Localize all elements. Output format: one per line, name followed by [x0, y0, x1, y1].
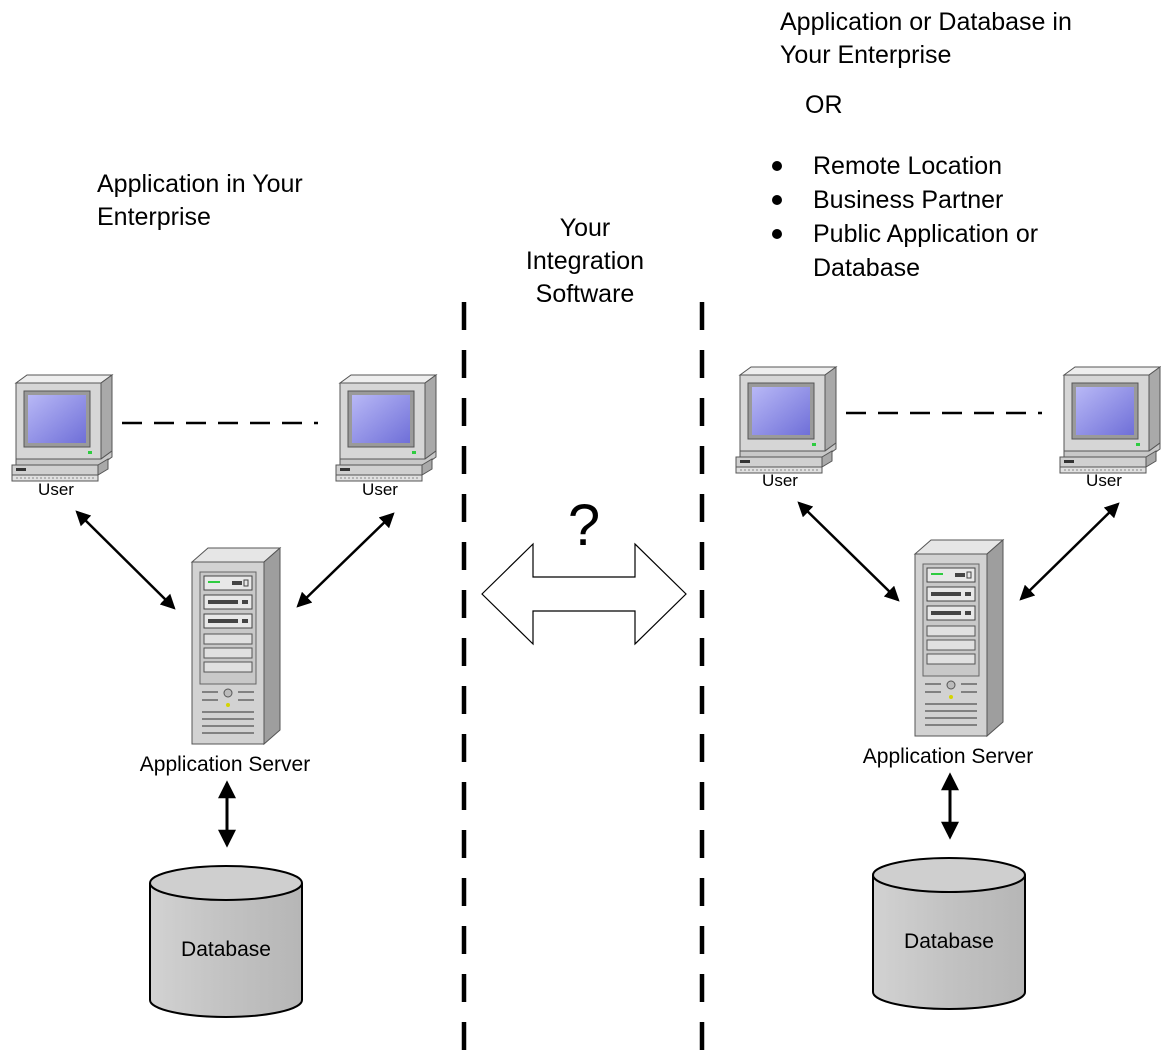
right-database-icon	[872, 857, 1026, 1010]
bullet-remote-location: Remote Location	[770, 149, 1038, 183]
integration-double-arrow	[481, 542, 687, 646]
question-mark: ?	[567, 493, 601, 558]
left-user2-server-arrow	[296, 512, 395, 608]
left-user1-server-arrow	[75, 510, 176, 610]
right-database-label: Database	[904, 930, 994, 953]
left-user-2-computer-icon	[335, 374, 437, 482]
left-user-1-computer-icon	[11, 374, 113, 482]
left-section-title: Application in Your Enterprise	[97, 168, 303, 234]
left-database-icon	[149, 865, 303, 1018]
right-user-1-computer-icon	[735, 366, 837, 474]
middle-title-line-1: Your	[559, 214, 611, 242]
right-server-icon	[914, 539, 1004, 737]
right-user-1-label: User	[762, 471, 798, 490]
bullet-dot-icon	[772, 229, 782, 239]
middle-title-line-3: Software	[535, 280, 635, 308]
left-title-line-2: Enterprise	[97, 203, 211, 231]
right-server-label: Application Server	[862, 745, 1034, 768]
left-server-icon	[191, 547, 281, 745]
bullet-business-partner: Business Partner	[770, 183, 1038, 217]
right-user-2-computer-icon	[1059, 366, 1161, 474]
right-section-title: Application or Database in Your Enterpri…	[780, 6, 1072, 72]
right-user1-server-arrow	[797, 501, 900, 602]
left-database-label: Database	[181, 938, 271, 961]
left-server-label: Application Server	[139, 753, 311, 776]
middle-section-title: Your Integration Software	[500, 212, 670, 311]
bullet-dot-icon	[772, 161, 782, 171]
left-user-1-label: User	[38, 480, 74, 499]
middle-title-line-2: Integration	[525, 247, 645, 275]
right-user-2-label: User	[1086, 471, 1122, 490]
right-bullet-list: Remote Location Business Partner Public …	[770, 149, 1038, 285]
right-or-label: OR	[805, 91, 843, 119]
left-user-2-label: User	[362, 480, 398, 499]
right-user2-server-arrow	[1019, 502, 1120, 601]
bullet-public-application: Public Application or	[770, 217, 1038, 251]
left-title-line-1: Application in Your	[97, 170, 303, 198]
right-title-line-1: Application or Database in	[780, 8, 1072, 36]
bullet-public-application-continued: Database	[813, 254, 921, 282]
bullet-dot-icon	[772, 195, 782, 205]
right-title-line-2: Your Enterprise	[780, 41, 952, 69]
